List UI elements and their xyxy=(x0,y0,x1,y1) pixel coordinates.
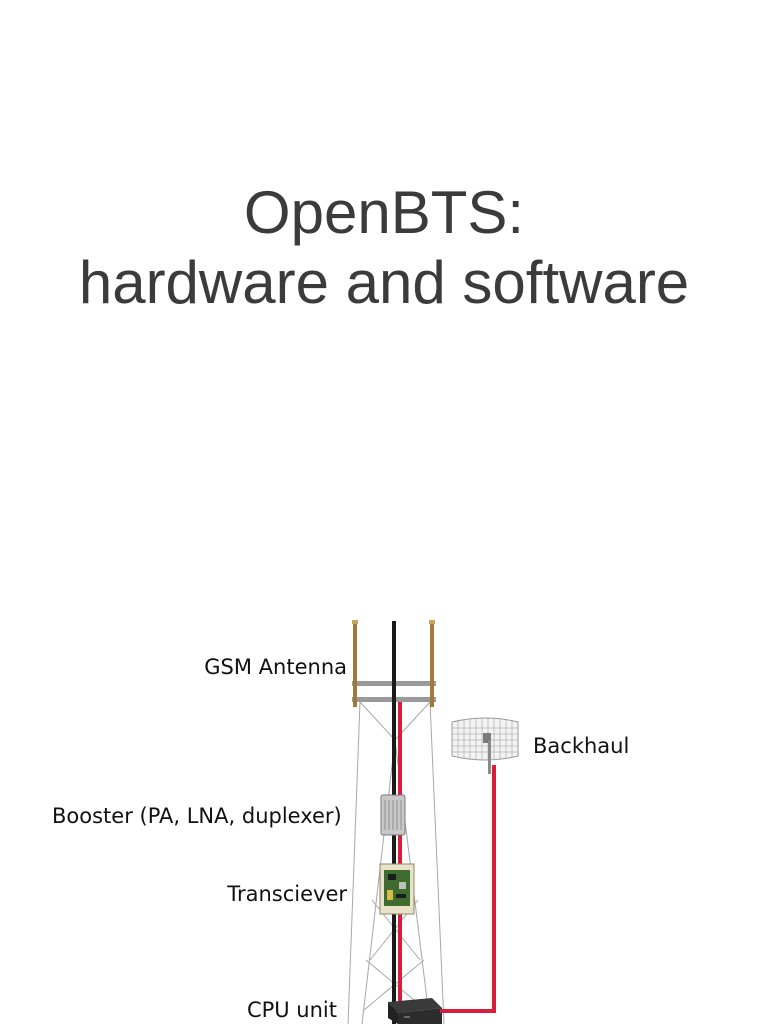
title-line-1: OpenBTS: xyxy=(243,179,525,246)
transceiver-board xyxy=(379,863,415,915)
gsm-antenna-rods xyxy=(352,620,435,707)
label-booster: Booster (PA, LNA, duplexer) xyxy=(52,804,342,828)
label-cpu-unit: CPU unit xyxy=(247,998,337,1022)
cpu-unit xyxy=(388,998,442,1024)
booster-unit xyxy=(380,794,406,836)
label-backhaul: Backhaul xyxy=(533,734,629,758)
label-gsm-antenna: GSM Antenna xyxy=(204,655,347,679)
label-transceiver: Transciever xyxy=(226,882,347,906)
page-title: OpenBTS: hardware and software xyxy=(0,178,768,318)
backhaul-cable xyxy=(440,765,496,1013)
mast-red-cable xyxy=(398,702,402,1024)
title-line-2: hardware and software xyxy=(78,249,690,316)
backhaul-dish xyxy=(451,717,519,774)
